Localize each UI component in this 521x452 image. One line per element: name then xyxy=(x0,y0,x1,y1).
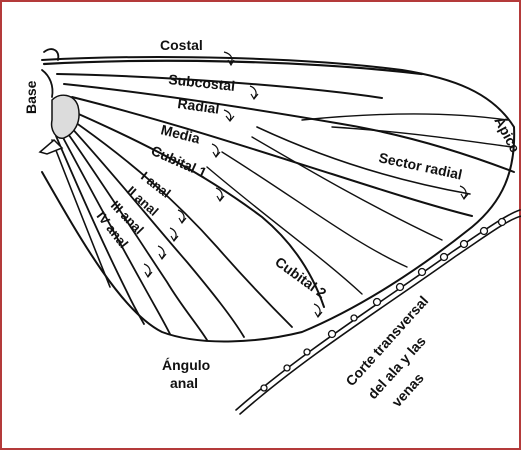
label-anal: anal xyxy=(170,375,198,391)
label-angulo: Ángulo xyxy=(162,357,210,373)
label-apice: Ápice xyxy=(491,114,521,155)
anal4-arrow xyxy=(144,264,152,277)
label-media: Media xyxy=(159,121,202,146)
radial-branch-1 xyxy=(302,114,507,120)
subcostal-arrow xyxy=(250,86,258,99)
media-arrow xyxy=(212,144,220,157)
radial-branch-2 xyxy=(332,127,512,147)
cubital2-arrow xyxy=(314,304,322,317)
media-branch-1 xyxy=(252,137,442,240)
label-base: Base xyxy=(23,80,39,114)
label-radial: Radial xyxy=(177,95,221,117)
label-cubital1: Cubital 1 xyxy=(149,142,210,181)
anal3-arrow xyxy=(158,246,166,259)
anal2-arrow xyxy=(170,228,178,241)
label-subcostal: Subcostal xyxy=(168,71,236,94)
base-hook xyxy=(42,49,58,97)
radial-arrow xyxy=(224,110,234,121)
label-costal: Costal xyxy=(160,37,203,53)
label-sector-radial: Sector radial xyxy=(377,149,463,182)
